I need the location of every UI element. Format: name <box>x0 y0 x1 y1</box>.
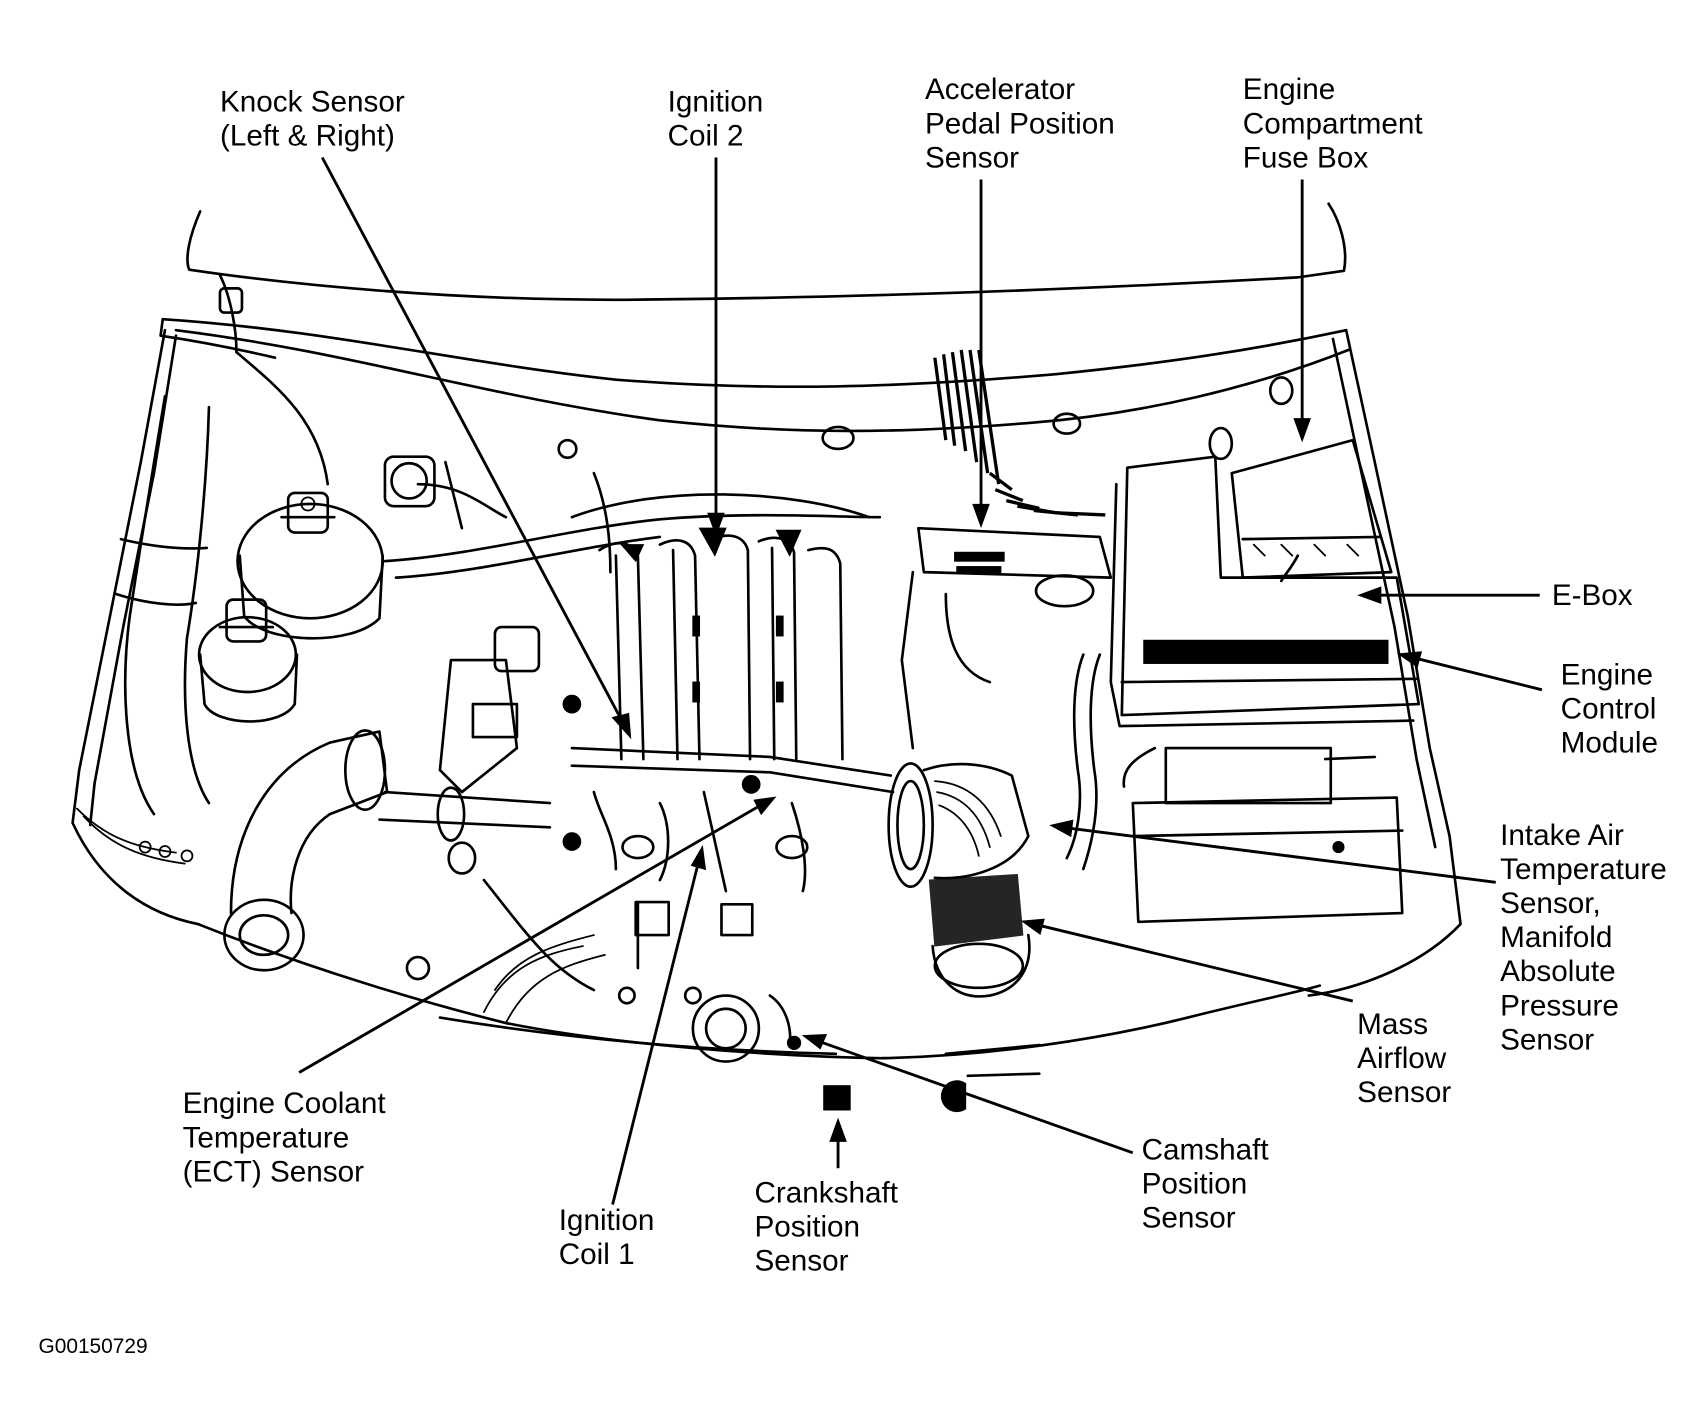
label-engine-control-module: Engine Control Module <box>1561 658 1665 759</box>
label-camshaft-position-sensor: Camshaft Position Sensor <box>1142 1133 1277 1234</box>
leader-ecm <box>1409 655 1543 692</box>
arrowhead-e-box <box>1357 586 1382 605</box>
accelerator-pedal-sensor-bracket <box>900 526 1113 750</box>
label-knock-sensor: Knock Sensor (Left & Right) <box>220 85 413 152</box>
arrowhead-knock-sensor <box>611 712 632 740</box>
air-intake-elbow <box>223 729 389 972</box>
left-fender <box>71 328 200 926</box>
arrowhead-crankshaft <box>829 1117 847 1142</box>
arrowhead-fuse-box <box>1293 418 1311 443</box>
leader-ect <box>298 801 766 1074</box>
label-ignition-coil-2: Ignition Coil 2 <box>668 85 772 152</box>
leader-ignition-coil-1 <box>611 857 701 1205</box>
arrowhead-ect <box>753 796 777 816</box>
intake-hose-left <box>123 394 167 816</box>
crankshaft-sensor-marker <box>823 1085 851 1111</box>
label-intake-air-temperature-sensor: Intake Air Temperature Sensor, Manifold … <box>1500 819 1675 1057</box>
cowl-inner <box>174 328 1350 433</box>
battery <box>1122 746 1404 924</box>
engine-block-detail <box>405 790 809 1024</box>
arrowhead-ecm <box>1396 651 1423 668</box>
leader-maf <box>1033 922 1354 1003</box>
right-fender <box>1307 328 1462 997</box>
cowl-panel <box>161 317 1348 389</box>
fuel-rail <box>570 746 893 777</box>
coolant-reservoir <box>236 491 385 640</box>
figure-id: G00150729 <box>38 1335 147 1358</box>
label-engine-coolant-temperature-sensor: Engine Coolant Temperature (ECT) Sensor <box>183 1087 394 1188</box>
arrowhead-ignition-coil-1 <box>690 844 707 871</box>
hood-outline <box>186 202 1347 302</box>
corrugated-hose <box>1065 653 1085 860</box>
fuse-box <box>1208 426 1393 583</box>
arrowhead-iat-map <box>1049 819 1074 838</box>
crankshaft-pulley <box>691 994 802 1063</box>
arrowhead-ignition-coil-2 <box>707 512 725 537</box>
leader-lines <box>298 156 1543 1205</box>
throttle-body <box>887 762 1030 888</box>
label-crankshaft-position-sensor: Crankshaft Position Sensor <box>754 1176 906 1277</box>
e-box-housing <box>1109 455 1421 728</box>
arrowhead-accelerator <box>972 503 990 529</box>
intake-manifold <box>383 493 882 761</box>
leader-iat-map <box>1062 825 1496 884</box>
mass-airflow-duct <box>928 873 1031 998</box>
label-engine-compartment-fuse-box: Engine Compartment Fuse Box <box>1243 73 1431 174</box>
front-crossmember <box>196 922 1322 1060</box>
label-accelerator-pedal-position-sensor: Accelerator Pedal Position Sensor <box>925 73 1123 174</box>
label-e-box: E-Box <box>1552 579 1633 612</box>
arrowhead-maf <box>1020 918 1045 936</box>
power-steering-reservoir <box>197 598 299 723</box>
leader-knock-sensor <box>320 156 626 727</box>
firewall-insulation <box>933 349 1106 517</box>
leader-camshaft <box>813 1038 1134 1155</box>
label-mass-airflow-sensor: Mass Airflow Sensor <box>1357 1008 1454 1109</box>
arrowhead-camshaft <box>801 1034 828 1050</box>
callout-labels: Knock Sensor (Left & Right) Ignition Coi… <box>38 73 1675 1358</box>
alternator-area <box>378 455 552 875</box>
label-ignition-coil-1: Ignition Coil 1 <box>559 1204 663 1271</box>
